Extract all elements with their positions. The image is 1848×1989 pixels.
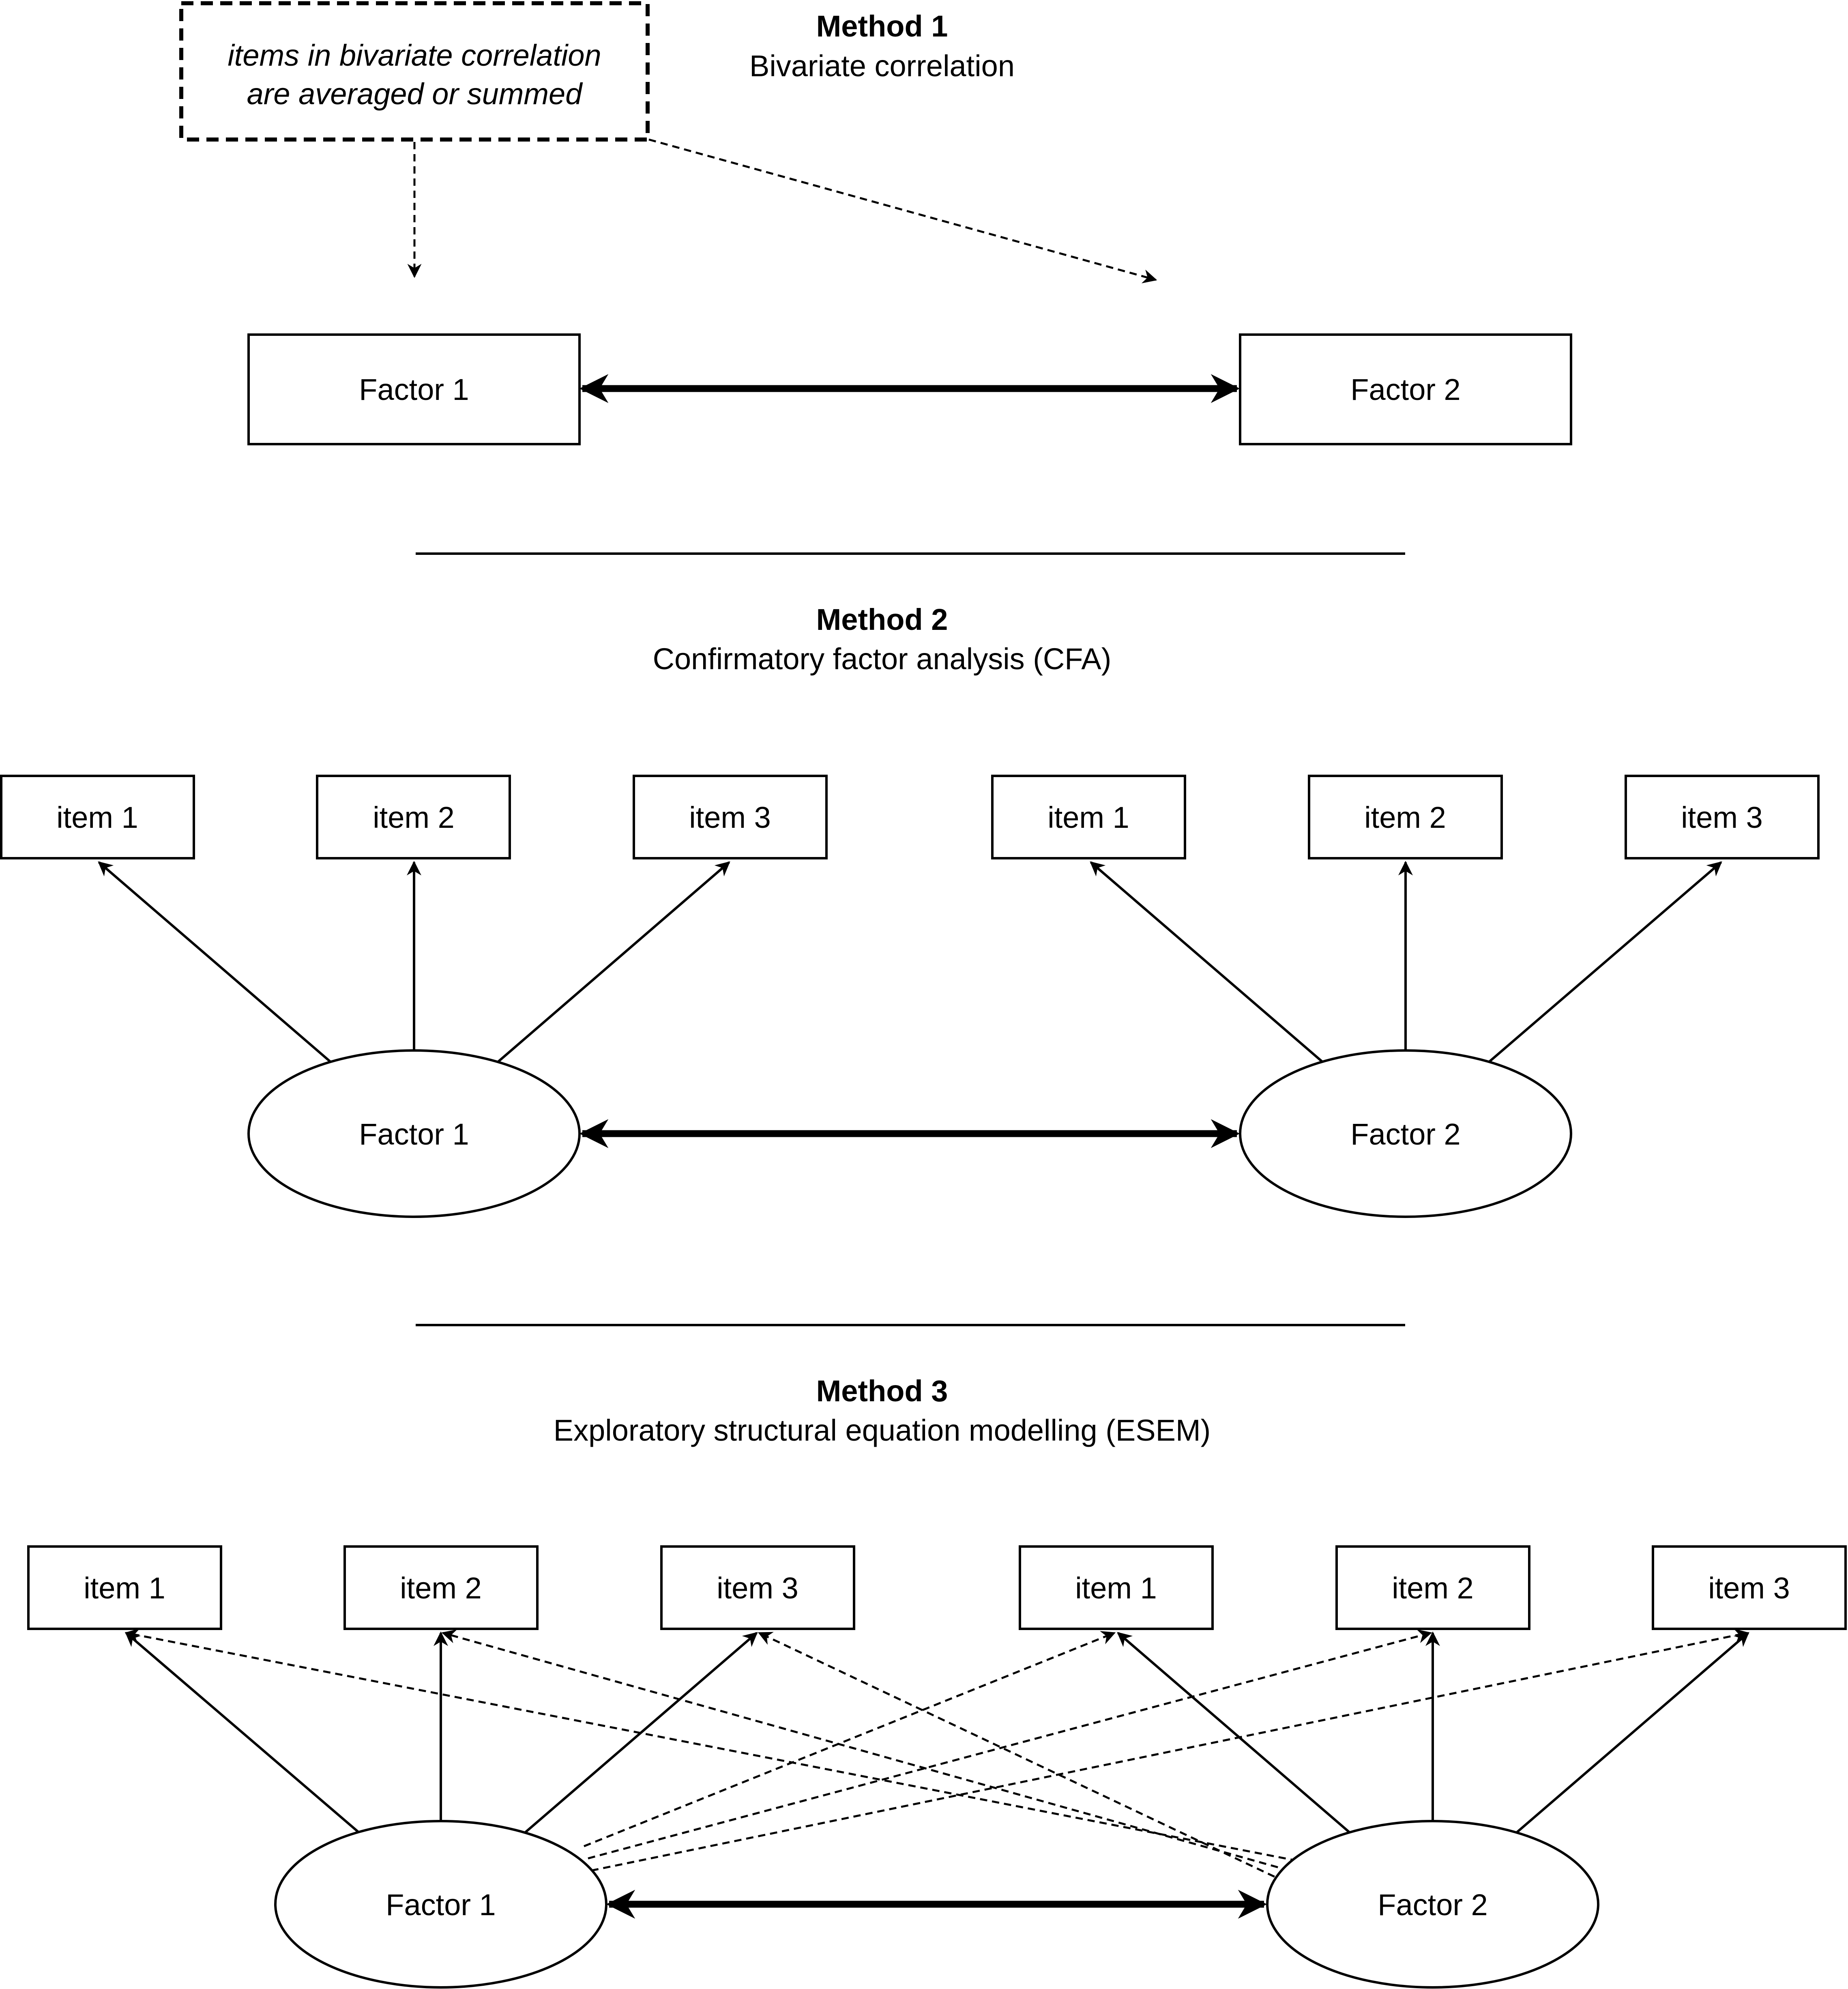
method-2-right-item-1-label: item 1 [1047, 801, 1129, 834]
method-3-left-item-2-label: item 2 [400, 1571, 482, 1605]
method-2-right-item-3-label: item 3 [1681, 801, 1763, 834]
method-2-loading-arrow [497, 861, 730, 1063]
method-3-item-box: item 2 [1335, 1545, 1530, 1630]
method-3-loading-arrow [524, 1632, 758, 1834]
method-3-factor-2-label: Factor 2 [1378, 1888, 1487, 1922]
method-2-item-box: item 1 [991, 775, 1186, 859]
method-1-factor-1-box: Factor 1 [247, 333, 581, 445]
method-2-section: Method 2 Confirmatory factor analysis (C… [0, 603, 1820, 1218]
averaging-note-box: items in bivariate correlation are avera… [179, 1, 650, 142]
method-3-title: Method 3 [816, 1374, 948, 1408]
method-3-loading-arrow [125, 1632, 360, 1834]
method-3-cross-loading-arrow [124, 1628, 1298, 1862]
method-2-left-item-2-label: item 2 [373, 801, 455, 834]
method-2-loading-arrow [1090, 861, 1323, 1063]
method-2-factor-1-label: Factor 1 [359, 1117, 469, 1151]
method-3-factor-1-ellipse: Factor 1 [274, 1820, 607, 1989]
method-3-subtitle: Exploratory structural equation modellin… [554, 1413, 1211, 1447]
method-3-section: Method 3 Exploratory structural equation… [27, 1374, 1847, 1989]
method-3-cross-loading-arrow [591, 1628, 1749, 1872]
averaging-note-line-1: items in bivariate correlation [228, 39, 601, 72]
method-3-right-item-1-label: item 1 [1075, 1571, 1157, 1605]
method-3-loading-arrow [1117, 1632, 1350, 1834]
method-2-item-box: item 2 [1308, 775, 1503, 859]
method-3-right-item-2-label: item 2 [1392, 1571, 1474, 1605]
method-3-cross-loading-arrow [441, 1629, 1290, 1872]
method-3-item-box: item 3 [1652, 1545, 1847, 1630]
note-to-factor-2-arrow [648, 138, 1157, 284]
method-2-loading-arrow [1488, 861, 1722, 1063]
method-2-right-item-2-label: item 2 [1364, 801, 1446, 834]
method-3-factor-1-label: Factor 1 [386, 1888, 496, 1922]
method-2-subtitle: Confirmatory factor analysis (CFA) [653, 642, 1112, 676]
method-1-section: Method 1 Bivariate correlation items in … [179, 1, 1572, 445]
method-3-item-box: item 1 [27, 1545, 222, 1630]
method-3-loading-arrow [1516, 1632, 1749, 1834]
method-3-item-box: item 1 [1019, 1545, 1214, 1630]
method-3-cross-loading-arrow [584, 1631, 1116, 1847]
method-2-item-box: item 2 [316, 775, 511, 859]
method-2-factor-2-label: Factor 2 [1350, 1117, 1460, 1151]
method-2-item-box: item 3 [633, 775, 828, 859]
method-3-left-item-3-label: item 3 [717, 1571, 798, 1605]
method-2-left-item-3-label: item 3 [689, 801, 771, 834]
method-1-factor-2-box: Factor 2 [1239, 333, 1572, 445]
method-2-title: Method 2 [816, 603, 948, 636]
method-2-loading-arrow [98, 861, 331, 1063]
averaging-note-line-2: are averaged or summed [247, 77, 584, 111]
method-2-factor-1-ellipse: Factor 1 [247, 1049, 581, 1218]
method-3-item-box: item 3 [660, 1545, 855, 1630]
method-3-cross-loading-arrow [588, 1629, 1432, 1860]
method-1-title: Method 1 [816, 9, 948, 43]
method-3-factor-2-ellipse: Factor 2 [1266, 1820, 1599, 1989]
method-2-left-item-1-label: item 1 [56, 801, 138, 834]
method-2-item-box: item 3 [1625, 775, 1820, 859]
method-2-item-box: item 1 [0, 775, 195, 859]
method-2-factor-2-ellipse: Factor 2 [1239, 1049, 1572, 1218]
method-3-left-item-1-label: item 1 [84, 1571, 165, 1605]
method-1-factor-2-label: Factor 2 [1350, 373, 1460, 406]
method-3-right-item-3-label: item 3 [1708, 1571, 1790, 1605]
method-3-item-box: item 2 [343, 1545, 539, 1630]
method-3-cross-loading-arrow [758, 1632, 1286, 1883]
method-1-subtitle: Bivariate correlation [749, 49, 1015, 83]
method-1-factor-1-label: Factor 1 [359, 373, 469, 406]
